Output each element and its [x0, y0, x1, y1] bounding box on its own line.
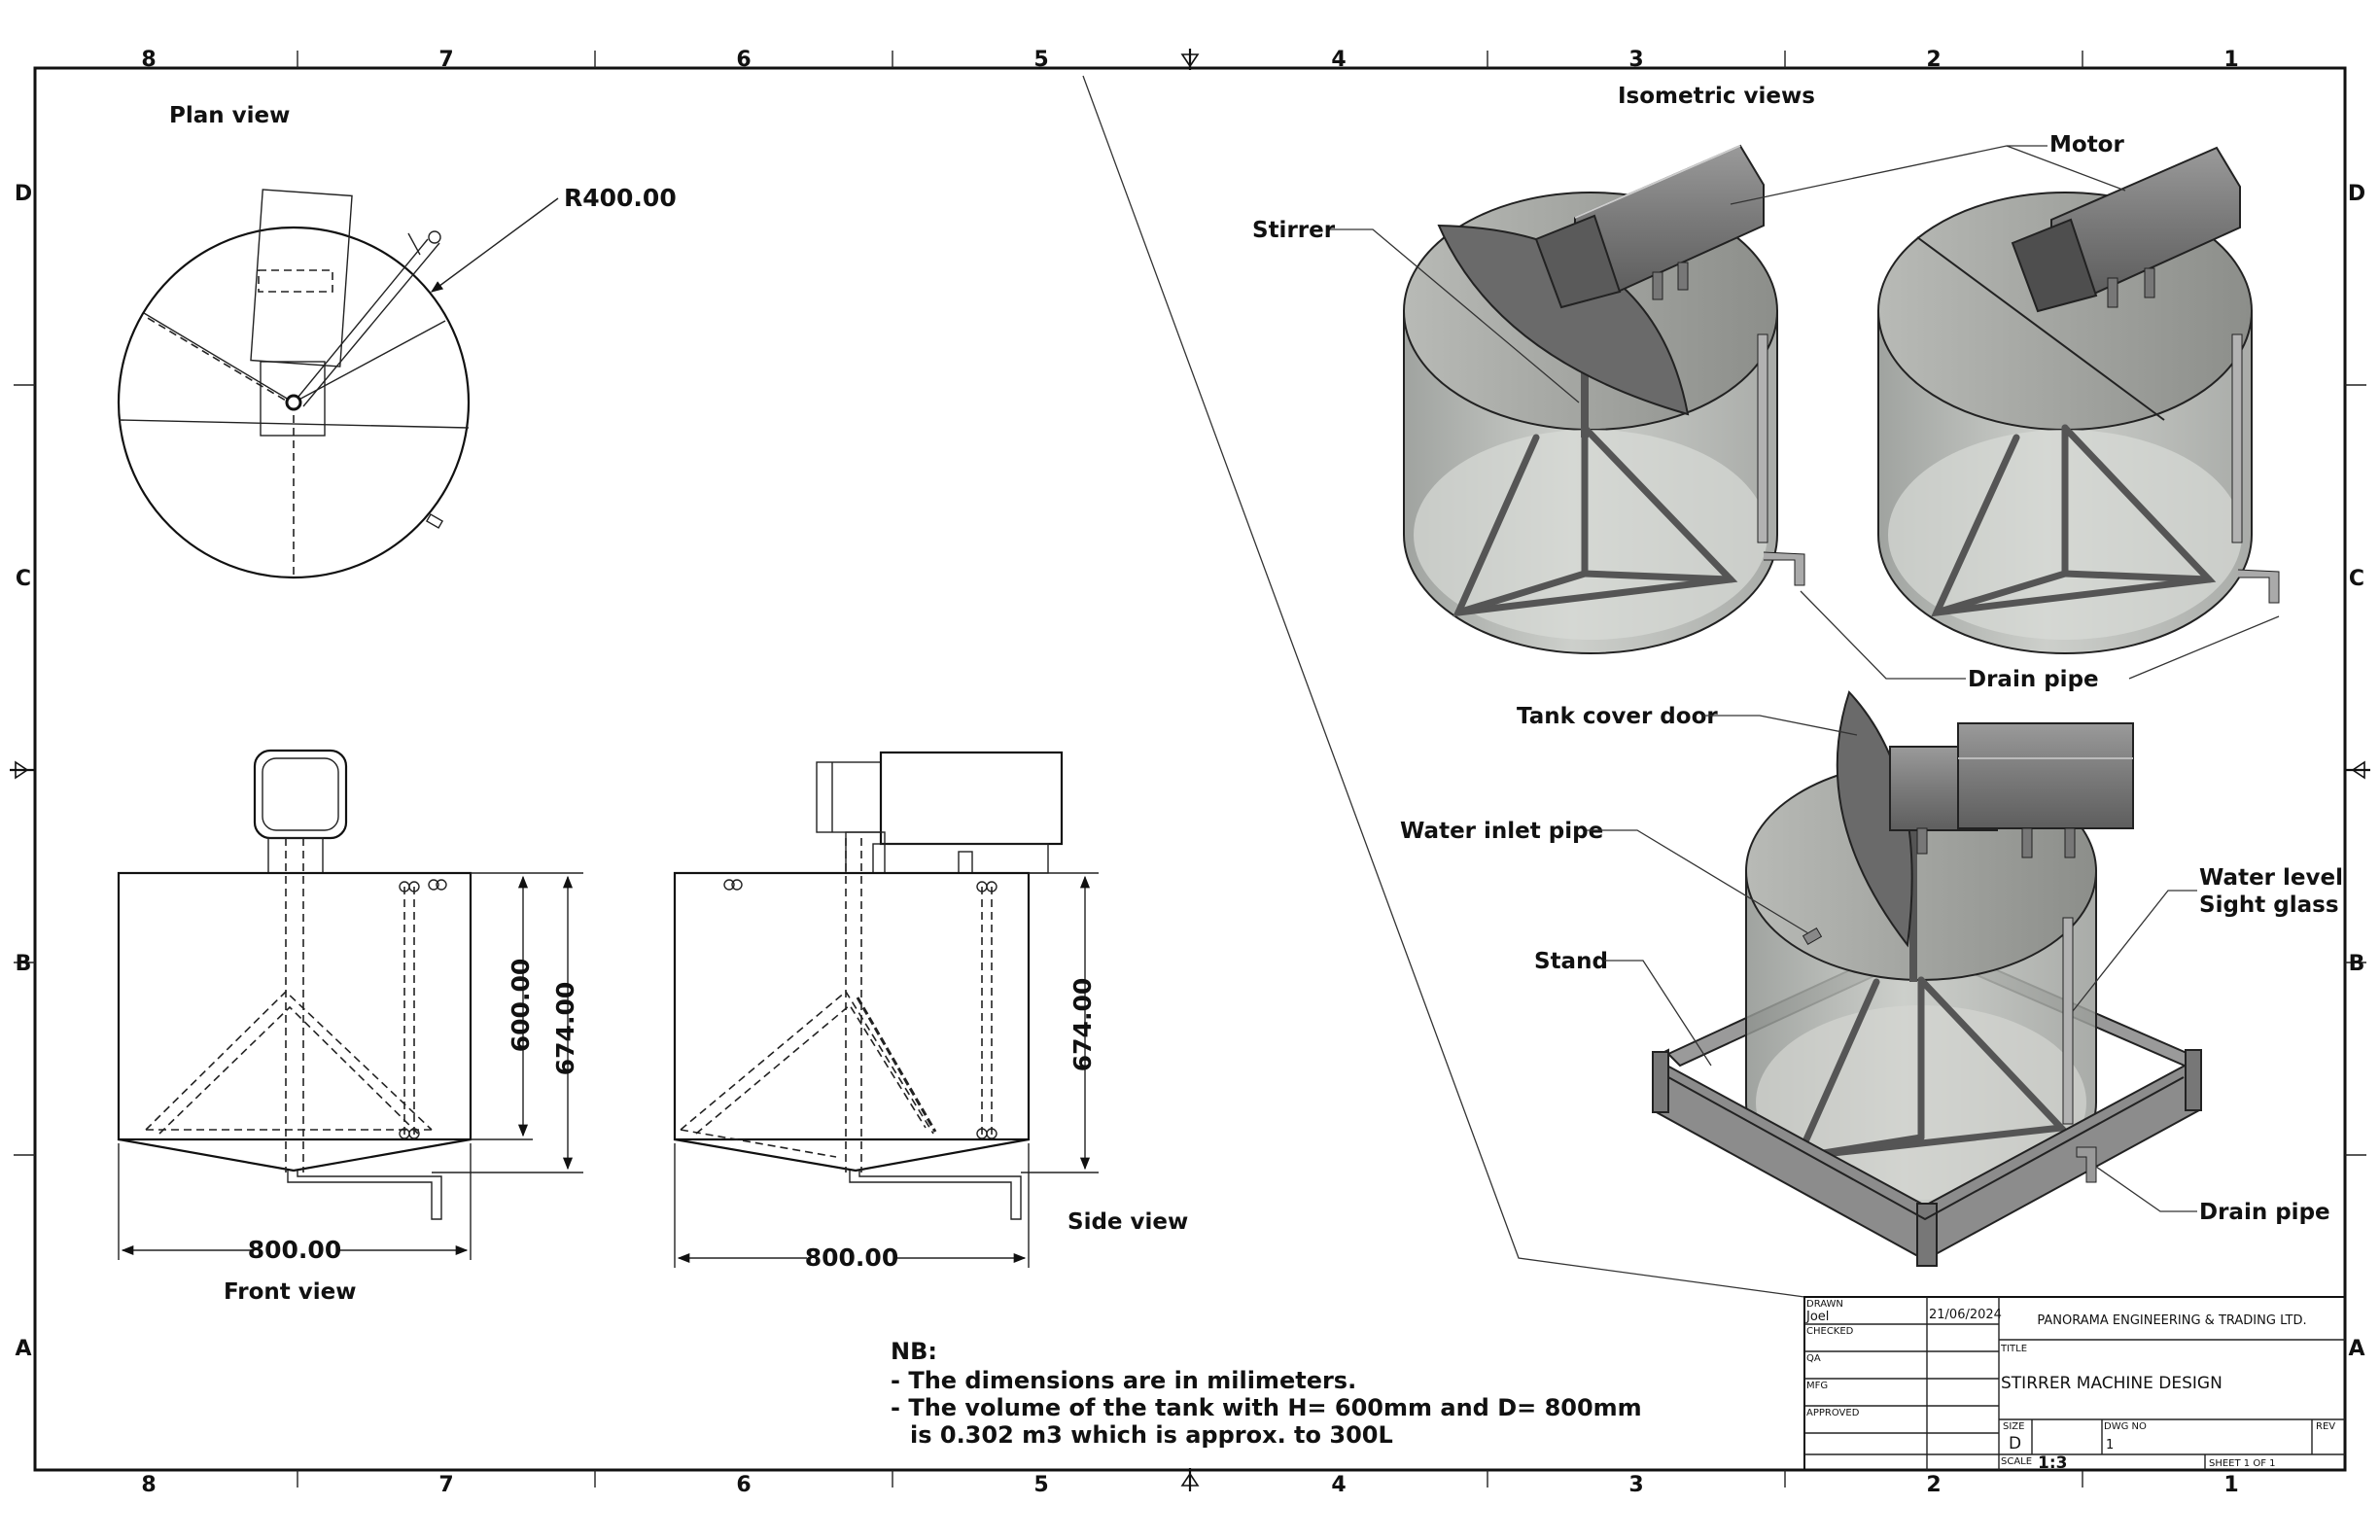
tb-drawn-date: 21/06/2024	[1929, 1308, 2002, 1322]
tb-sheet: SHEET 1 OF 1	[2209, 1458, 2276, 1469]
zone-row-a-right: A	[2348, 1337, 2364, 1361]
center-mark-right-icon	[2345, 760, 2370, 780]
zone-col-1: 1	[2223, 48, 2238, 72]
zone-row-d: D	[15, 182, 32, 206]
zone-col-6-bottom: 6	[736, 1473, 751, 1497]
zone-row-c-right: C	[2349, 567, 2364, 591]
zone-col-4-bottom: 4	[1331, 1473, 1346, 1497]
side-view: 674.00 800.00 Side view	[673, 751, 1188, 1272]
tb-mfg-label: MFG	[1806, 1381, 1828, 1391]
zone-col-7-bottom: 7	[438, 1473, 453, 1497]
tb-size-label: SIZE	[2003, 1421, 2024, 1432]
notes-line-1: - The dimensions are in milimeters.	[891, 1367, 1356, 1394]
side-width-dimension: 800.00	[805, 1243, 898, 1272]
notes-heading: NB:	[891, 1338, 937, 1365]
callout-water-level: Water level	[2199, 865, 2343, 891]
isometric-view-with-stand	[1652, 690, 2202, 1267]
tb-dwg-no-label: DWG NO	[2104, 1421, 2147, 1432]
plan-view-label: Plan view	[169, 103, 290, 128]
callout-tank-cover-door: Tank cover door	[1517, 704, 1718, 729]
isometric-view-closed-lid	[1877, 146, 2280, 654]
front-height-674-dimension: 674.00	[551, 982, 579, 1075]
zone-labels: 8 7 6 5 4 3 2 1 8 7 6 5 4 3 2 1 D C B A …	[15, 48, 2365, 1497]
tb-rev-label: REV	[2316, 1421, 2335, 1432]
front-width-dimension: 800.00	[248, 1236, 341, 1264]
tb-drawn-label: DRAWN	[1806, 1299, 1843, 1310]
callout-water-inlet-pipe: Water inlet pipe	[1400, 819, 1603, 844]
notes-line-3: is 0.302 m3 which is approx. to 300L	[910, 1421, 1393, 1449]
notes-block: NB: - The dimensions are in milimeters. …	[891, 1338, 1642, 1449]
zone-col-6: 6	[736, 48, 751, 72]
tb-scale: 1:3	[2038, 1453, 2067, 1473]
zone-row-b: B	[16, 952, 32, 976]
callout-motor: Motor	[2049, 132, 2124, 158]
tb-drawn-by: Joel	[1805, 1310, 1829, 1324]
center-mark-top-icon	[1180, 49, 1200, 70]
tb-approved-label: APPROVED	[1806, 1408, 1860, 1418]
callout-sight-glass: Sight glass	[2199, 892, 2339, 918]
zone-col-2-bottom: 2	[1926, 1473, 1941, 1497]
zone-row-d-right: D	[2348, 182, 2365, 206]
tb-scale-label: SCALE	[2001, 1456, 2032, 1467]
notes-line-2: - The volume of the tank with H= 600mm a…	[891, 1394, 1642, 1421]
callout-stand: Stand	[1534, 949, 1608, 974]
zone-col-5-bottom: 5	[1033, 1473, 1048, 1497]
zone-row-a: A	[15, 1337, 31, 1361]
zone-col-1-bottom: 1	[2223, 1473, 2238, 1497]
tb-size: D	[2009, 1434, 2021, 1453]
center-mark-left-icon	[10, 760, 35, 780]
zone-col-2: 2	[1926, 48, 1941, 72]
zone-col-4: 4	[1331, 48, 1346, 72]
radius-dimension: R400.00	[564, 184, 677, 212]
zone-col-5: 5	[1033, 48, 1048, 72]
front-height-600-dimension: 600.00	[507, 959, 535, 1052]
tb-qa-label: QA	[1806, 1353, 1821, 1364]
front-view: 600.00 674.00 800.00 Front view	[117, 749, 583, 1305]
zone-col-3-bottom: 3	[1628, 1473, 1643, 1497]
tb-dwg-no: 1	[2106, 1438, 2114, 1452]
zone-col-8: 8	[141, 48, 156, 72]
tb-company: PANORAMA ENGINEERING & TRADING LTD.	[2037, 1313, 2306, 1328]
tb-checked-label: CHECKED	[1806, 1326, 1854, 1337]
front-view-label: Front view	[224, 1279, 356, 1305]
callouts: Stirrer Motor Drain pipe Tank cover door…	[1252, 132, 2343, 1225]
zone-row-b-right: B	[2349, 952, 2365, 976]
title-block: DRAWN Joel 21/06/2024 CHECKED QA MFG APP…	[1803, 1296, 2346, 1473]
callout-drain-pipe-bottom: Drain pipe	[2199, 1200, 2330, 1225]
zone-col-3: 3	[1628, 48, 1643, 72]
tb-title: STIRRER MACHINE DESIGN	[2001, 1374, 2222, 1393]
view-boundary-line	[1082, 75, 1805, 1298]
isometric-views-label: Isometric views	[1618, 84, 1815, 109]
side-height-674-dimension: 674.00	[1068, 978, 1097, 1071]
zone-col-7: 7	[438, 48, 453, 72]
center-mark-bottom-icon	[1180, 1468, 1200, 1491]
isometric-view-open-lid	[1403, 144, 1805, 654]
callout-stirrer: Stirrer	[1252, 218, 1336, 243]
zone-col-8-bottom: 8	[141, 1473, 156, 1497]
tb-title-label: TITLE	[2000, 1344, 2027, 1354]
plan-view: Plan view R400.00	[117, 103, 677, 579]
callout-drain-pipe-top: Drain pipe	[1968, 667, 2099, 692]
side-view-label: Side view	[1068, 1209, 1188, 1235]
zone-row-c: C	[16, 567, 31, 591]
drawing-border	[10, 49, 2370, 1491]
